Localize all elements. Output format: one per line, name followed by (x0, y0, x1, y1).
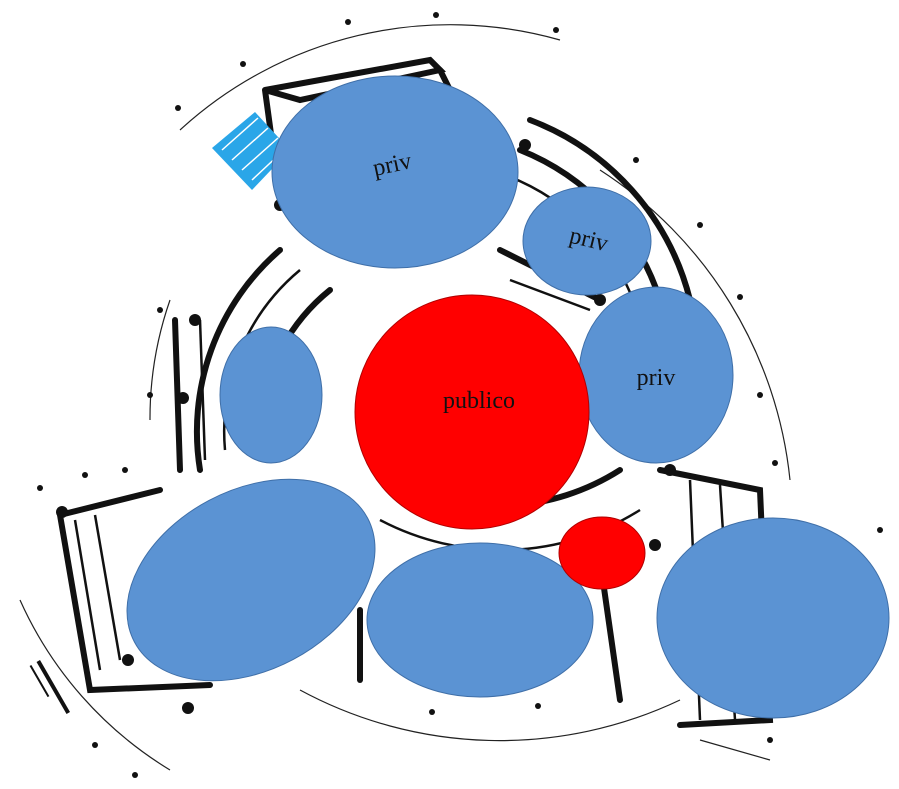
label-publico: publico (443, 388, 515, 414)
public-zone-center (354, 294, 590, 530)
private-zone-bottom-right (656, 517, 890, 719)
zoning-bubbles (126, 75, 890, 719)
private-zone-top (271, 75, 519, 269)
dimension-arc-left (149, 299, 171, 421)
dimension-arc-bottom-left (19, 599, 171, 771)
dimension-markers (37, 12, 883, 778)
private-zone-upper-right (522, 186, 652, 296)
dimension-line-bottom-right (699, 739, 771, 761)
dimension-arc-top (179, 24, 561, 131)
private-zone-bottom-left (126, 478, 376, 682)
structural-columns (56, 139, 676, 714)
scale-bar (29, 660, 70, 714)
public-zone-small (558, 516, 646, 590)
label-priv-right: priv (637, 365, 676, 391)
private-zone-left (219, 326, 323, 464)
private-zone-bottom (366, 542, 594, 698)
dimension-arc-bottom (299, 689, 681, 742)
